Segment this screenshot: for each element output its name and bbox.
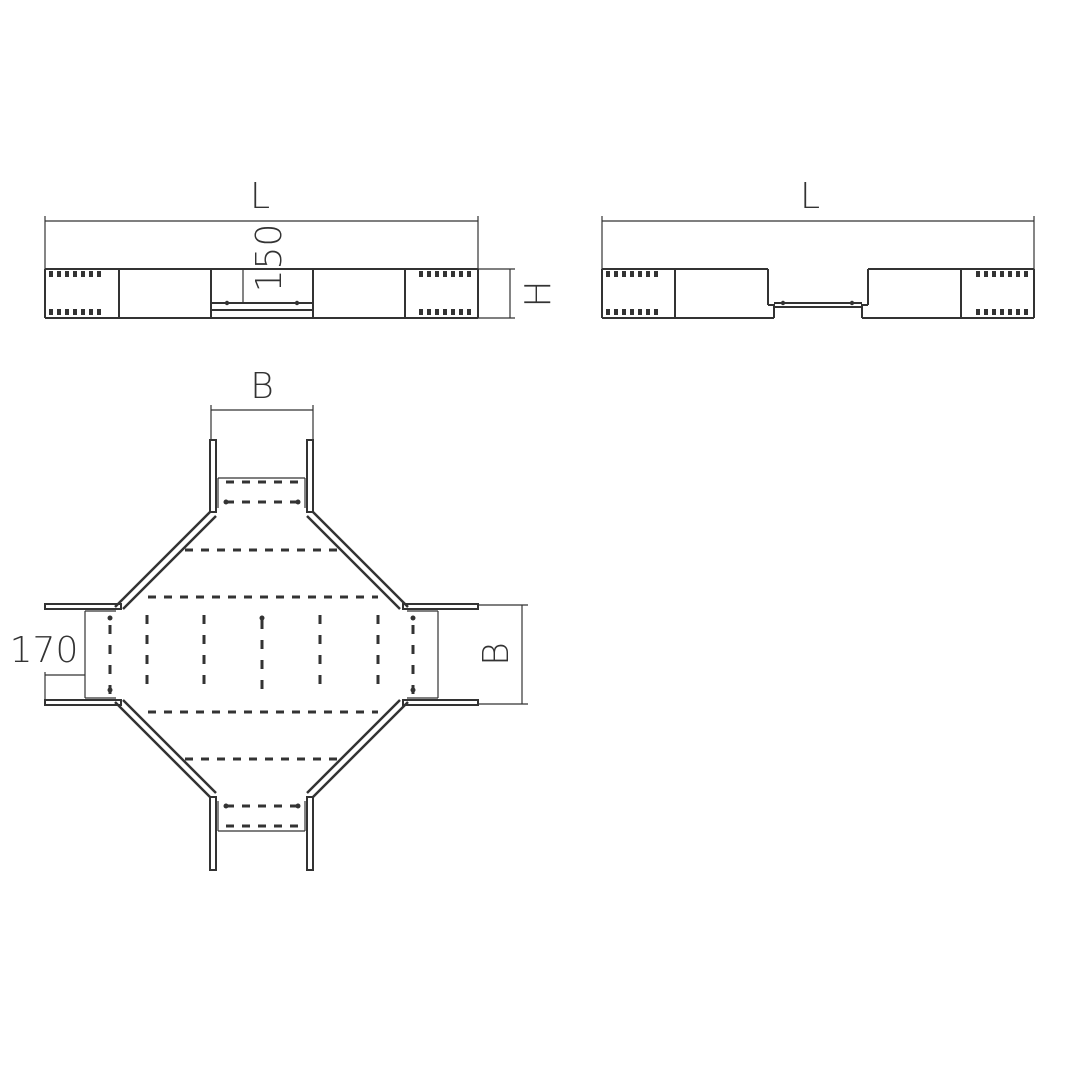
- offset-label: 170: [10, 630, 79, 671]
- plan-view: B B 170: [10, 366, 528, 871]
- bolt-marks: [107, 499, 416, 809]
- dimension-offset-170: 170: [10, 630, 85, 704]
- side-profile-right: [601, 268, 1035, 319]
- perforation-lines: [108, 480, 415, 828]
- side-view-left: L: [44, 176, 559, 319]
- dimension-length-right: L: [601, 176, 1035, 318]
- width-label-top: B: [250, 366, 274, 407]
- riser-label: 150: [249, 224, 290, 293]
- width-label-right: B: [476, 642, 517, 666]
- height-label: H: [518, 280, 559, 307]
- side-profile-left: [44, 268, 479, 319]
- cross-outline: [44, 439, 479, 871]
- side-view-right: L: [601, 176, 1035, 319]
- length-label-left: L: [250, 176, 270, 217]
- length-label-right: L: [800, 176, 820, 217]
- dimension-riser-150: 150: [242, 224, 290, 303]
- slot-row-right: [606, 271, 1028, 315]
- dimension-height: H: [478, 268, 559, 319]
- dimension-width-right: B: [476, 604, 528, 705]
- dimension-width-top: B: [210, 366, 314, 440]
- slot-row-left: [49, 271, 471, 315]
